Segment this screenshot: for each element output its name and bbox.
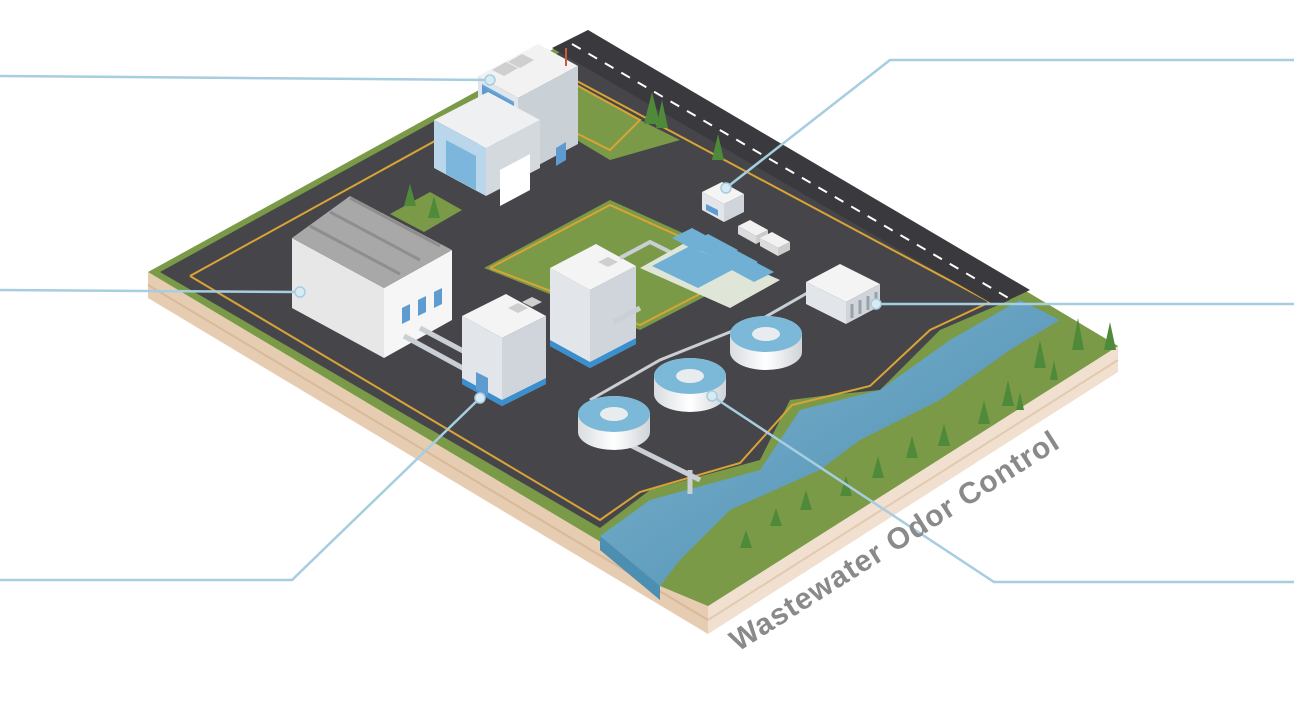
callout-lines bbox=[0, 58, 1294, 584]
blower-unit bbox=[806, 264, 880, 324]
warehouse-callout-line bbox=[0, 288, 301, 294]
office-building bbox=[434, 44, 578, 206]
clarifiers bbox=[578, 278, 831, 494]
office-building-callout-dot bbox=[484, 74, 496, 86]
callout-dots bbox=[294, 74, 882, 404]
settling-basins bbox=[640, 228, 780, 308]
pump-house-callout-dot bbox=[474, 392, 486, 404]
control-building-callout-line bbox=[725, 58, 1294, 189]
trees bbox=[404, 92, 1116, 548]
clarifier-callout-line bbox=[711, 394, 1294, 584]
road bbox=[552, 30, 1030, 306]
office-building-callout-line bbox=[0, 74, 491, 82]
warehouse bbox=[292, 196, 482, 375]
pump-house bbox=[462, 294, 546, 406]
clarifier-callout-dot bbox=[706, 390, 718, 402]
blower-unit-callout-dot bbox=[870, 298, 882, 310]
utility-buildings bbox=[702, 182, 790, 256]
river bbox=[600, 300, 1118, 606]
ground-base bbox=[147, 272, 1119, 634]
pump-house-callout-line bbox=[0, 397, 481, 582]
warehouse-callout-dot bbox=[294, 286, 306, 298]
control-building-callout-dot bbox=[720, 182, 732, 194]
